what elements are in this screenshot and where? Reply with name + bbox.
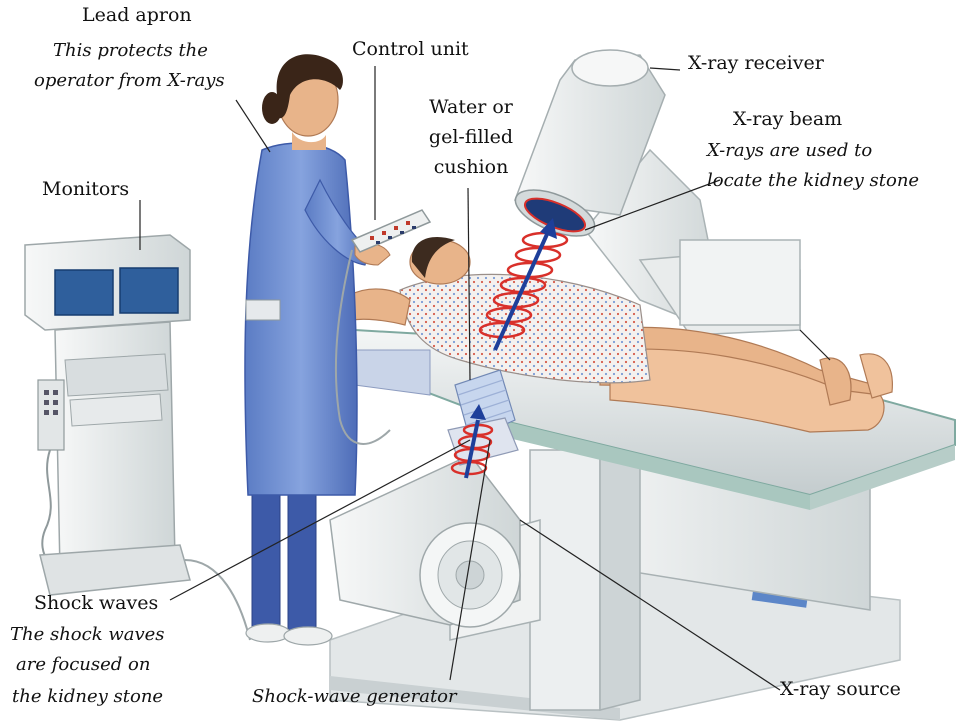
label-water-cushion-3: cushion [416,156,526,178]
label-water-cushion-1: Water or [416,96,526,118]
label-xray-beam-note-1: X-rays are used to [707,140,872,161]
label-shock-waves-note-1: The shock waves [10,624,165,645]
label-xray-beam-title: X-ray beam [733,108,842,130]
label-shock-waves-note-3: the kidney stone [12,686,163,707]
label-xray-receiver: X-ray receiver [688,52,824,74]
label-lead-apron-title: Lead apron [82,4,192,26]
label-water-cushion-2: gel-filled [416,126,526,148]
label-lead-apron-note-1: This protects the [53,40,208,61]
label-xray-beam-note-2: locate the kidney stone [707,170,919,191]
label-control-unit: Control unit [352,38,469,60]
shock-wave-generator-unit [330,370,520,627]
label-shock-waves-note-2: are focused on [16,654,150,675]
monitor-cart [25,235,250,640]
label-lead-apron-note-2: operator from X-rays [34,70,225,91]
label-monitors: Monitors [42,178,129,200]
label-shock-waves-title: Shock waves [34,592,158,614]
label-shock-wave-generator: Shock-wave generator [252,686,457,707]
leader-xray-receiver [650,68,680,70]
leader-xray-source [800,330,830,360]
label-xray-source: X-ray source [780,678,901,700]
